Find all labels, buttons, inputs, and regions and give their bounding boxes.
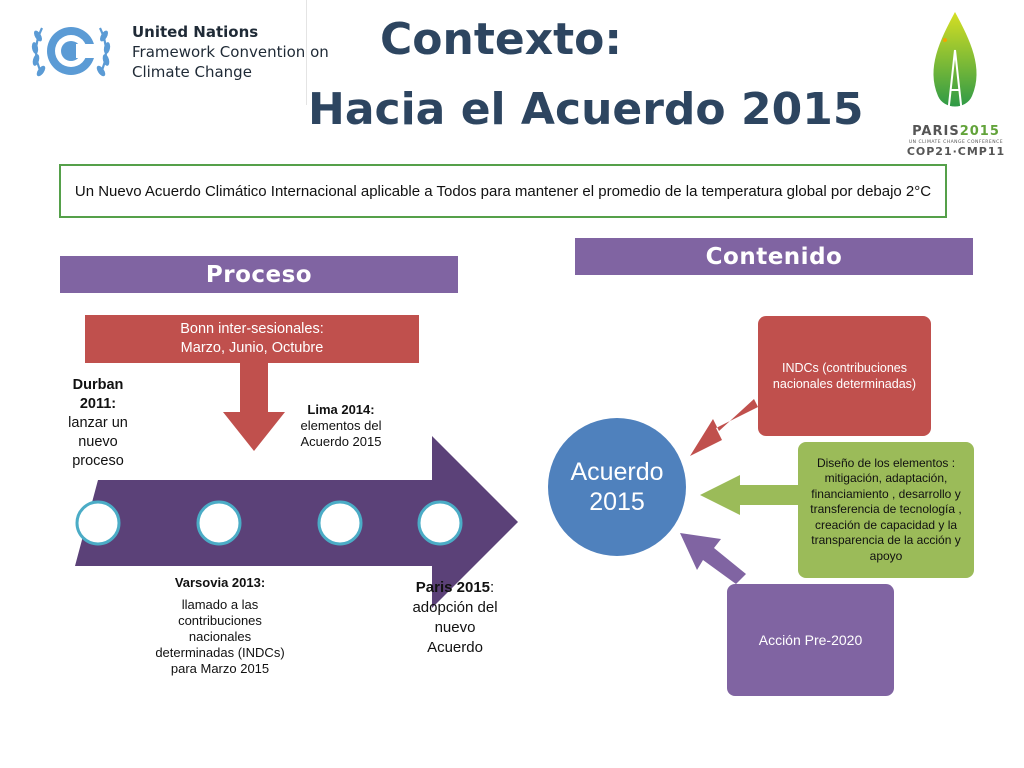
timeline-arrow — [75, 436, 518, 608]
proceso-heading: Proceso — [205, 261, 313, 288]
acuerdo-line-2: 2015 — [589, 488, 645, 516]
acuerdo-line-1: Acuerdo — [570, 458, 664, 486]
diseno-text: Diseño de los elementos : mitigación, ad… — [810, 455, 962, 563]
bonn-line-2: Marzo, Junio, Octubre — [180, 340, 324, 356]
acuerdo-2015-circle: Acuerdo 2015 — [548, 418, 686, 556]
varsovia-title: Varsovia 2013: — [174, 575, 266, 590]
org-line-3: Climate Change — [132, 63, 252, 81]
page-title-line-1: Contexto: — [380, 14, 622, 65]
paris-title: Paris 2015 — [415, 579, 491, 596]
org-line-1: United Nations — [132, 23, 259, 41]
lima-label: Lima 2014: elementos del Acuerdo 2015 — [299, 402, 383, 450]
unfccc-name: United Nations Framework Convention on C… — [132, 22, 329, 82]
indcs-text: INDCs (contribuciones nacionales determi… — [772, 361, 917, 391]
paris-logo-subtitle: UN CLIMATE CHANGE CONFERENCE — [908, 140, 1004, 145]
proceso-banner: Proceso — [60, 256, 458, 293]
paris-logo-name: PARIS — [912, 124, 960, 139]
durban-text: lanzar un nuevo proceso — [68, 415, 128, 469]
varsovia-text: llamado a las contribuciones nacionales … — [155, 597, 285, 676]
goal-statement: Un Nuevo Acuerdo Climático Internacional… — [74, 182, 932, 200]
milestone-circle-durban — [75, 500, 121, 546]
accion-arrow — [680, 533, 746, 584]
paris-2015-logo: PARIS2015 UN CLIMATE CHANGE CONFERENCE C… — [892, 124, 1020, 158]
milestone-circle-lima — [317, 500, 363, 546]
paris-logo-cop: COP21·CMP11 — [906, 145, 1006, 158]
milestone-circle-varsovia — [196, 500, 242, 546]
diseno-box: Diseño de los elementos : mitigación, ad… — [798, 442, 974, 578]
unfccc-logo — [14, 0, 307, 105]
lima-text: elementos del Acuerdo 2015 — [300, 418, 382, 449]
durban-title: Durban 2011: — [72, 377, 124, 412]
varsovia-label: Varsovia 2013: llamado a las contribucio… — [152, 575, 288, 677]
accion-box: Acción Pre-2020 — [727, 584, 894, 696]
paris-text: adopción del nuevo Acuerdo — [412, 599, 498, 656]
durban-label: Durban 2011: lanzar un nuevo proceso — [58, 376, 138, 471]
contenido-heading: Contenido — [705, 243, 843, 270]
milestone-circle-paris — [417, 500, 463, 546]
page-title-line-2: Hacia el Acuerdo 2015 — [308, 84, 864, 135]
unfccc-emblem-icon — [31, 27, 111, 77]
bonn-down-arrow — [223, 363, 285, 451]
accion-text: Acción Pre-2020 — [758, 632, 863, 648]
diseno-arrow — [700, 475, 800, 515]
goal-statement-box: Un Nuevo Acuerdo Climático Internacional… — [59, 164, 947, 218]
paris-2015-label: Paris 2015: adopción del nuevo Acuerdo — [410, 578, 500, 658]
bonn-line-1: Bonn inter-sesionales: — [180, 321, 324, 337]
org-line-2: Framework Convention on — [132, 43, 329, 61]
bonn-box: Bonn inter-sesionales: Marzo, Junio, Oct… — [85, 315, 419, 363]
indcs-arrow — [690, 399, 758, 456]
paris-leaf-icon — [933, 12, 977, 115]
indcs-box: INDCs (contribuciones nacionales determi… — [758, 316, 931, 436]
contenido-banner: Contenido — [575, 238, 973, 275]
lima-title: Lima 2014: — [307, 402, 375, 417]
paris-logo-year: 2015 — [959, 124, 1000, 139]
